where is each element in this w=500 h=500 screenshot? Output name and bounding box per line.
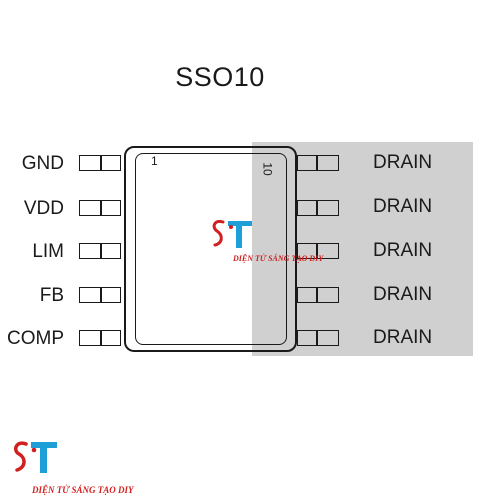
pin-label-drain-6: DRAIN: [373, 152, 433, 173]
right-pin-lead: [297, 200, 317, 216]
right-pin-lead: [297, 243, 317, 259]
logo-s-stroke: [14, 441, 28, 472]
left-pin-lead: [79, 155, 101, 171]
left-pin-lead: [79, 287, 101, 303]
right-pin-lead: [297, 330, 317, 346]
logo-t-bar: [31, 442, 57, 448]
pin-1-marker: 1: [151, 154, 158, 168]
logo-s-stroke: [212, 219, 225, 247]
pin-label-drain-9: DRAIN: [373, 284, 433, 305]
right-pin-lead: [297, 287, 317, 303]
right-pin-lead: [317, 200, 339, 216]
right-pin-lead: [317, 287, 339, 303]
left-pin-lead: [101, 155, 121, 171]
watermark-text-center: DIỆN TỬ SÁNG TẠO DIY: [233, 254, 324, 263]
watermark-logo-icon: [14, 441, 57, 473]
left-pin-lead: [79, 330, 101, 346]
left-pin-lead: [79, 200, 101, 216]
pin-label-drain-8: DRAIN: [373, 240, 433, 261]
pin-10-marker: 10: [260, 162, 275, 176]
pin-label-drain-7: DRAIN: [373, 196, 433, 217]
ic-package-top-outline: [135, 153, 287, 345]
pin-label-lim: LIM: [32, 241, 64, 262]
logo-dot: [229, 225, 233, 229]
right-pin-lead: [317, 155, 339, 171]
logo-t-bar: [228, 221, 252, 226]
watermark-logo-icon: [212, 219, 252, 248]
left-pin-lead: [101, 243, 121, 259]
logo-t-stem: [40, 448, 47, 473]
logo-t-stem: [236, 226, 242, 248]
watermark-text-bottom: DIỆN TỬ SÁNG TẠO DIY: [32, 485, 134, 495]
package-title: SSO10: [175, 62, 265, 92]
pin-label-drain-10: DRAIN: [373, 327, 433, 348]
left-pin-lead: [101, 330, 121, 346]
left-pin-lead: [101, 287, 121, 303]
right-pin-lead: [317, 243, 339, 259]
left-pin-lead: [101, 200, 121, 216]
right-pin-lead: [297, 155, 317, 171]
drain-shaded-region: [252, 142, 473, 356]
right-pin-lead: [317, 330, 339, 346]
pin-label-gnd: GND: [21, 153, 64, 174]
pin-label-fb: FB: [39, 285, 64, 306]
pin-label-comp: COMP: [7, 328, 64, 349]
ic-package-body: [124, 146, 297, 352]
logo-dot: [31, 447, 37, 453]
left-pin-lead: [79, 243, 101, 259]
pin-label-vdd: VDD: [23, 198, 64, 219]
